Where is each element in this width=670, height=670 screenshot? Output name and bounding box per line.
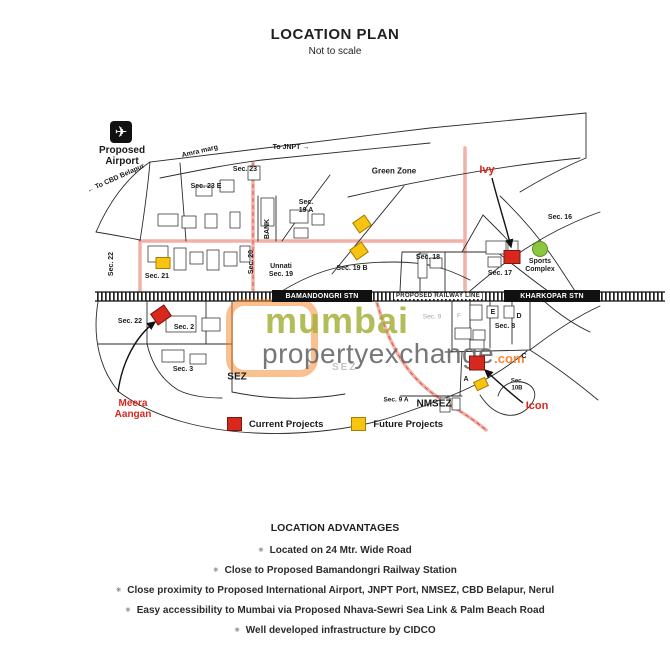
advantage-item: ✳ Close proximity to Proposed Internation… (0, 585, 670, 596)
legend-current-label: Current Projects (248, 418, 324, 430)
bullet-icon: ✳ (258, 547, 264, 554)
legend: Current Projects Future Projects (0, 417, 670, 431)
advantages-heading: LOCATION ADVANTAGES (270, 522, 400, 534)
legend-future-projects: Future Projects (351, 417, 443, 431)
page-title: LOCATION PLAN (270, 26, 400, 43)
pink-road-dashes (252, 163, 487, 431)
advantage-text: Located on 24 Mtr. Wide Road (269, 545, 412, 556)
road-network (95, 112, 601, 434)
advantage-item: ✳ Close to Proposed Bamandongri Railway S… (0, 565, 670, 576)
pink-roads (138, 146, 488, 432)
building-blocks (147, 165, 519, 413)
future-project-swatch (351, 417, 367, 431)
advantage-item: ✳ Well developed infrastructure by CIDCO (0, 625, 670, 636)
page-subtitle: Not to scale (308, 46, 362, 57)
location-advantages: LOCATION ADVANTAGES ✳ Located on 24 Mtr. … (0, 522, 670, 645)
current-project-swatch (226, 417, 242, 431)
icon-arrow (483, 369, 524, 404)
advantage-text: Close to Proposed Bamandongri Railway St… (224, 565, 457, 576)
advantage-text: Well developed infrastructure by CIDCO (245, 625, 436, 636)
advantage-text: Close proximity to Proposed Internationa… (127, 585, 555, 596)
bullet-icon: ✳ (125, 607, 131, 614)
meera-aangan-arrow (117, 321, 157, 393)
legend-current-projects: Current Projects (226, 417, 324, 431)
advantage-text: Easy accessibility to Mumbai via Propose… (136, 605, 545, 616)
advantages-list: ✳ Located on 24 Mtr. Wide Road ✳ Close to P… (0, 545, 670, 636)
bullet-icon: ✳ (115, 587, 122, 594)
bullet-icon: ✳ (234, 627, 240, 634)
legend-future-label: Future Projects (373, 418, 444, 430)
railway-line (95, 291, 665, 302)
advantage-item: ✳ Easy accessibility to Mumbai via Propos… (0, 605, 670, 616)
callout-arrows (117, 177, 524, 404)
advantage-item: ✳ Located on 24 Mtr. Wide Road (0, 545, 670, 556)
bullet-icon: ✳ (213, 567, 219, 574)
ivy-arrow (491, 177, 514, 249)
